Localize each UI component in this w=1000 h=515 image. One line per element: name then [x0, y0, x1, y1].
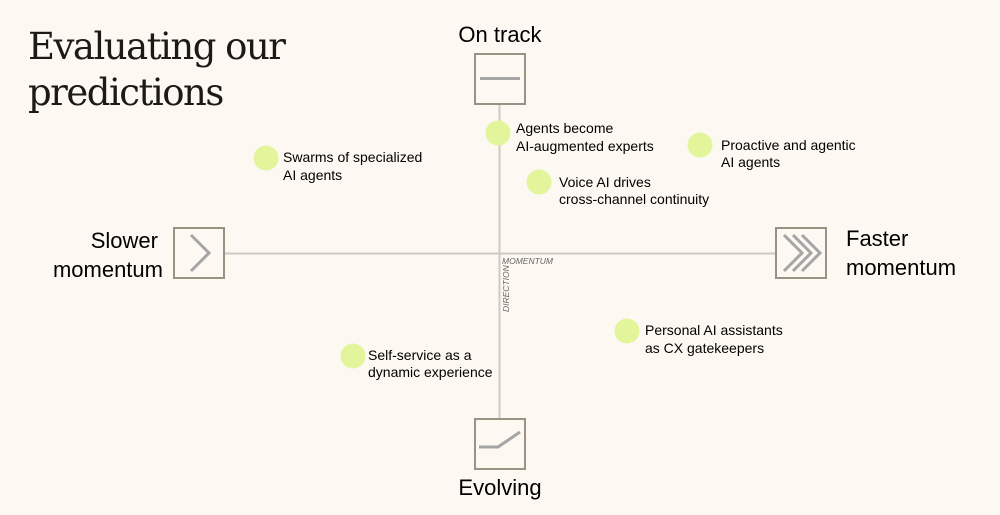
prediction-point: Agents become AI-augmented experts — [485, 120, 654, 154]
svg-text:dynamic experience: dynamic experience — [368, 364, 493, 380]
prediction-point: Proactive and agentic AI agents — [687, 132, 856, 170]
svg-text:Personal AI assistants: Personal AI assistants — [645, 322, 783, 338]
y-axis-label: DIRECTION — [501, 264, 511, 312]
page-title: Evaluating our predictions — [28, 25, 286, 114]
svg-text:as CX gatekeepers: as CX gatekeepers — [645, 340, 764, 356]
rising-line-icon — [474, 418, 526, 470]
bottom-axis-label: Evolving — [458, 475, 541, 500]
prediction-point: Personal AI assistants as CX gatekeepers — [614, 318, 783, 356]
svg-text:AI-augmented experts: AI-augmented experts — [516, 138, 654, 154]
right-axis-label-line1: Faster — [846, 226, 908, 251]
svg-text:Swarms of specialized: Swarms of specialized — [283, 149, 422, 165]
svg-text:Self-service as a: Self-service as a — [368, 347, 472, 363]
prediction-point: Self-service as a dynamic experience — [340, 343, 493, 380]
single-chevron-icon — [173, 227, 225, 279]
svg-text:cross-channel continuity: cross-channel continuity — [559, 191, 709, 207]
left-axis-label-line1: Slower — [91, 228, 158, 253]
prediction-point: Voice AI drives cross-channel continuity — [526, 169, 709, 207]
triple-chevron-icon — [775, 227, 827, 279]
flat-line-icon — [474, 53, 526, 105]
x-axis-label: MOMENTUM — [502, 256, 554, 266]
svg-text:Voice AI drives: Voice AI drives — [559, 174, 651, 190]
right-axis-label-line2: momentum — [846, 255, 956, 280]
top-axis-label: On track — [458, 22, 542, 47]
left-axis-label-line2: momentum — [53, 257, 163, 282]
prediction-point: Swarms of specialized AI agents — [253, 145, 422, 183]
svg-text:AI agents: AI agents — [283, 167, 342, 183]
svg-text:AI agents: AI agents — [721, 154, 780, 170]
svg-text:Proactive and agentic: Proactive and agentic — [721, 137, 856, 153]
svg-text:Agents become: Agents become — [516, 120, 613, 136]
